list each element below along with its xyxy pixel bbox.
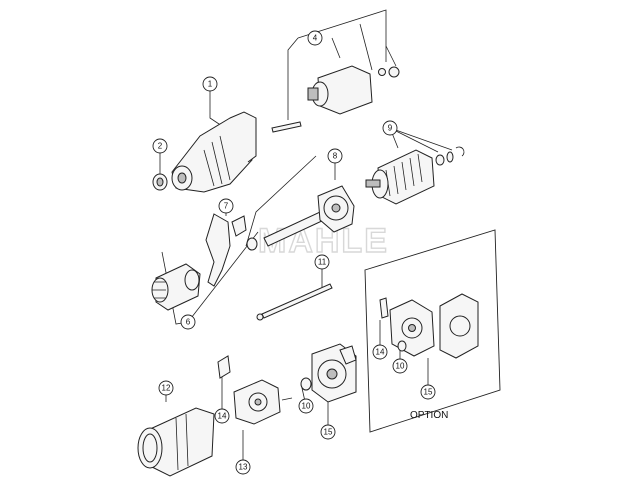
shift-lever xyxy=(205,213,258,287)
svg-text:9: 9 xyxy=(388,124,393,133)
svg-text:13: 13 xyxy=(239,463,248,472)
callout-10-main: 10 xyxy=(298,398,314,414)
callout-15-main: 15 xyxy=(320,424,336,440)
callout-11: 11 xyxy=(314,254,330,270)
pinion-drive xyxy=(151,263,201,311)
callout-13: 13 xyxy=(235,459,251,475)
bushing xyxy=(152,173,168,191)
svg-text:11: 11 xyxy=(318,258,327,267)
callout-4: 4 xyxy=(307,30,323,46)
option-frame xyxy=(364,229,501,433)
callout-10-option: 10 xyxy=(392,358,408,374)
svg-text:15: 15 xyxy=(424,388,433,397)
option-label: OPTION xyxy=(410,410,448,421)
callout-2: 2 xyxy=(152,138,168,154)
svg-text:4: 4 xyxy=(313,34,318,43)
svg-text:10: 10 xyxy=(396,362,405,371)
svg-text:14: 14 xyxy=(218,412,227,421)
svg-text:8: 8 xyxy=(333,152,338,161)
callout-7: 7 xyxy=(218,198,234,214)
svg-text:1: 1 xyxy=(208,80,213,89)
callout-1: 1 xyxy=(202,76,218,92)
solenoid xyxy=(271,65,400,133)
callout-6: 6 xyxy=(180,314,196,330)
svg-text:6: 6 xyxy=(186,318,191,327)
callout-14-option: 14 xyxy=(372,344,388,360)
callout-12: 12 xyxy=(158,380,174,396)
yoke-housing xyxy=(137,407,215,477)
callout-9: 9 xyxy=(382,120,398,136)
svg-text:15: 15 xyxy=(324,428,333,437)
callout-8: 8 xyxy=(327,148,343,164)
callout-15-option: 15 xyxy=(420,384,436,400)
commutator-end-frame xyxy=(300,343,357,403)
option-brush-holder xyxy=(379,293,479,359)
svg-text:10: 10 xyxy=(302,402,311,411)
drive-end-housing xyxy=(171,111,257,193)
svg-text:12: 12 xyxy=(162,384,171,393)
svg-text:14: 14 xyxy=(376,348,385,357)
brush-holder xyxy=(217,355,293,425)
svg-text:7: 7 xyxy=(224,202,229,211)
armature xyxy=(365,146,465,205)
through-bolt xyxy=(256,283,333,321)
callout-14-main: 14 xyxy=(214,408,230,424)
planetary-gear-assembly xyxy=(263,185,355,247)
svg-text:2: 2 xyxy=(158,142,163,151)
